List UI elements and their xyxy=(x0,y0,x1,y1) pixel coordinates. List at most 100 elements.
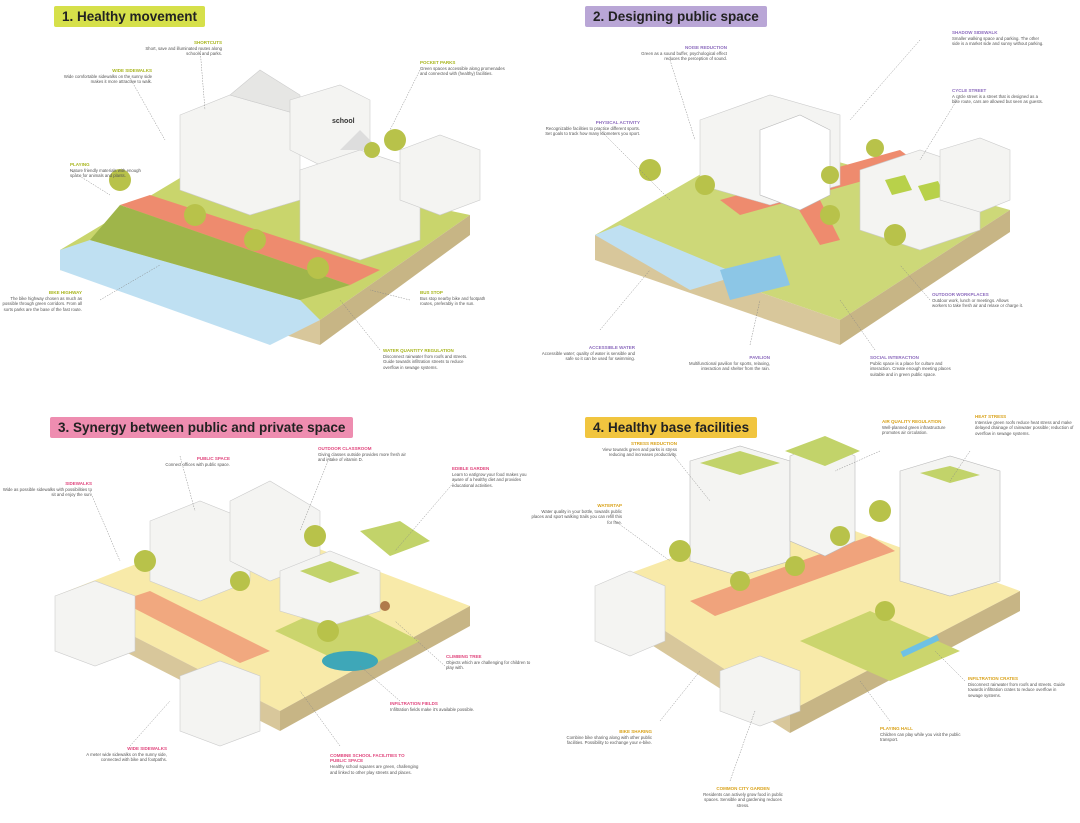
annotation-text: Recognizable facilities to practice diff… xyxy=(545,126,640,137)
annotation-heading: COMBINE SCHOOL FACILITIES TO PUBLIC SPAC… xyxy=(330,753,405,764)
annotation-text: Residents can actively grow food in publ… xyxy=(703,792,783,808)
annotation-text: Disconnect rainwater from roofs and stre… xyxy=(383,354,468,370)
annotation-combine-school-facilities: COMBINE SCHOOL FACILITIES TO PUBLIC SPAC… xyxy=(330,753,422,775)
annotation-playing: PLAYING Nature friendly materials with e… xyxy=(70,162,150,179)
annotation-bike-sharing: BIKE SHARING Combine bike sharing along … xyxy=(560,729,652,746)
panel-title: 3. Synergy between public and private sp… xyxy=(50,417,354,438)
annotation-infiltration-crates: INFILTRATION CRATES Disconnect rainwater… xyxy=(968,676,1068,698)
annotation-heading: SHORTCUTS xyxy=(194,40,222,45)
annotation-text: Connect offices with public space. xyxy=(165,462,230,468)
annotation-text: Children can play while you visit the pu… xyxy=(880,732,961,743)
annotation-text: Accessible water; quality of water is se… xyxy=(541,351,635,362)
annotation-text: Public space is a place for culture and … xyxy=(870,361,951,377)
annotation-heading: BIKE HIGHWAY xyxy=(48,290,82,295)
annotation-heading: HEAT STRESS xyxy=(975,414,1007,419)
green-park xyxy=(800,611,960,681)
healthy-movement-scene: school xyxy=(60,47,481,351)
annotation-heading: PLAYING HALL xyxy=(880,726,913,731)
annotation-outdoor-classroom: OUTDOOR CLASSROOM Giving classes outside… xyxy=(318,446,410,463)
annotation-heading: BIKE SHARING xyxy=(619,729,652,734)
annotation-water-quantity: WATER QUANTITY REGULATION Disconnect rai… xyxy=(383,348,473,370)
annotation-stress-reduction: STRESS REDUCTION View towards green and … xyxy=(585,441,677,458)
annotation-heading: INFILTRATION FIELDS xyxy=(390,701,438,706)
annotation-heading: WIDE SIDEWALKS xyxy=(112,68,152,73)
annotation-heading: PUBLIC SPACE xyxy=(196,456,230,461)
river xyxy=(60,240,320,345)
annotation-text: Short, save and illuminated routes along… xyxy=(145,46,222,57)
swimming-pool xyxy=(720,255,790,300)
annotation-noise-reduction: NOISE REDUCTION Green as a sound buffer,… xyxy=(635,45,727,62)
annotation-cycle-street: CYCLE STREET A cycle street is a street … xyxy=(952,88,1044,105)
annotation-text: Disconnect rainwater from roofs and stre… xyxy=(968,682,1065,698)
main-street xyxy=(690,536,895,616)
annotation-text: Wide as possible sidewalks with possibil… xyxy=(2,487,92,498)
panel-healthy-movement: school 1. Healthy movement SHORTCUTS Sho… xyxy=(0,0,540,411)
sidewalk xyxy=(120,591,270,663)
annotation-heading: CLIMBING TREE xyxy=(446,654,482,659)
annotation-heading: SHADOW SIDEWALK xyxy=(952,30,998,35)
annotation-pocket-parks: POCKET PARKS Green spaces accessible alo… xyxy=(420,60,512,77)
annotation-heading: POCKET PARKS xyxy=(420,60,456,65)
annotation-text: Giving classes outside provides more fre… xyxy=(318,452,406,463)
annotation-text: View towards green and parks is stress r… xyxy=(602,447,677,458)
panel-title: 1. Healthy movement xyxy=(54,6,206,27)
annotation-heading: SIDEWALKS xyxy=(65,481,92,486)
trees xyxy=(639,139,906,246)
annotation-heading: COMMON CITY GARDEN xyxy=(716,786,770,791)
school-sign: school xyxy=(332,118,355,125)
annotation-heading: WATER QUANTITY REGULATION xyxy=(383,348,454,353)
annotation-social-interaction: SOCIAL INTERACTION Public space is a pla… xyxy=(870,355,962,377)
annotation-infiltration-fields: INFILTRATION FIELDS Infiltration fields … xyxy=(390,701,480,712)
annotation-sidewalks: SIDEWALKS Wide as possible sidewalks wit… xyxy=(0,481,92,498)
annotation-air-quality: AIR QUALITY REGULATION Well-planned gree… xyxy=(882,419,964,436)
annotation-heading: STRESS REDUCTION xyxy=(630,441,677,446)
buildings xyxy=(54,480,430,747)
annotation-watertap: WATERTAP Water quality in your bottle, t… xyxy=(530,503,622,525)
annotation-heading: CYCLE STREET xyxy=(952,88,987,93)
buildings xyxy=(699,94,1011,251)
annotation-wide-sidewalks: WIDE SIDEWALKS Wide comfortable sidewalk… xyxy=(60,68,152,85)
soil-side xyxy=(840,210,1010,345)
annotation-text: Well-planned green infrastructure promot… xyxy=(882,425,946,436)
annotation-text: Outdoor work, lunch or meetings. Allows … xyxy=(932,298,1023,309)
annotation-wide-sidewalks: WIDE SIDEWALKS A meter wide sidewalks on… xyxy=(75,746,167,763)
accessible-water xyxy=(595,225,740,290)
buildings xyxy=(179,69,481,261)
designing-public-space-scene xyxy=(595,39,1011,351)
annotation-text: Smaller walking space and parking. The o… xyxy=(952,36,1044,47)
healthy-base-facilities-scene xyxy=(594,436,1020,782)
soil-side xyxy=(280,606,470,731)
infiltration-field xyxy=(322,651,378,671)
annotation-shadow-sidewalk: SHADOW SIDEWALK Smaller walking space an… xyxy=(952,30,1044,47)
annotation-text: Water quality in your bottle, towards pu… xyxy=(531,509,622,525)
annotation-shortcuts: SHORTCUTS Short, save and illuminated ro… xyxy=(130,40,222,57)
trees xyxy=(669,500,895,621)
annotation-heading: WIDE SIDEWALKS xyxy=(127,746,167,751)
annotation-text: A meter wide sidewalks on the sunny side… xyxy=(86,752,167,763)
panel-healthy-base-facilities: 4. Healthy base facilities STRESS REDUCT… xyxy=(531,411,1080,822)
annotation-text: Objects which are challenging for childr… xyxy=(446,660,531,671)
annotation-heading: PAVILION xyxy=(749,355,770,360)
green-slope xyxy=(90,205,350,300)
annotation-heading: WATERTAP xyxy=(597,503,622,508)
synergy-scene xyxy=(54,455,470,747)
annotation-public-space: PUBLIC SPACE Connect offices with public… xyxy=(150,456,230,467)
annotation-playing-hall: PLAYING HALL Children can play while you… xyxy=(880,726,966,743)
annotation-text: Infiltration fields make it's available … xyxy=(390,707,475,713)
annotation-text: Wide comfortable sidewalks on the sunny … xyxy=(63,74,152,85)
annotation-pavilion: PAVILION Multifunctional pavilion for sp… xyxy=(680,355,770,372)
annotation-text: Healthy school squares are green, challe… xyxy=(330,764,419,775)
annotation-heading: BUS STOP xyxy=(420,290,443,295)
annotation-heading: EDIBLE GARDEN xyxy=(452,466,490,471)
annotation-bike-highway: BIKE HIGHWAY The bike highway chosen as … xyxy=(0,290,82,312)
soil-side xyxy=(320,215,470,345)
annotation-heading: PLAYING xyxy=(70,162,90,167)
annotation-heading: NOISE REDUCTION xyxy=(684,45,727,50)
annotation-physical-activity: PHYSICAL ACTIVITY Recognizable facilitie… xyxy=(540,120,640,137)
annotation-text: Green as a sound buffer, psychological e… xyxy=(641,51,727,62)
trees xyxy=(109,129,406,279)
annotation-text: The bike highway chosen as much as possi… xyxy=(2,296,82,312)
annotation-climbing-tree: CLIMBING TREE Objects which are challeng… xyxy=(446,654,536,671)
annotation-text: Multifunctional pavilion for sports, rel… xyxy=(689,361,770,372)
annotation-heading: PHYSICAL ACTIVITY xyxy=(595,120,640,125)
